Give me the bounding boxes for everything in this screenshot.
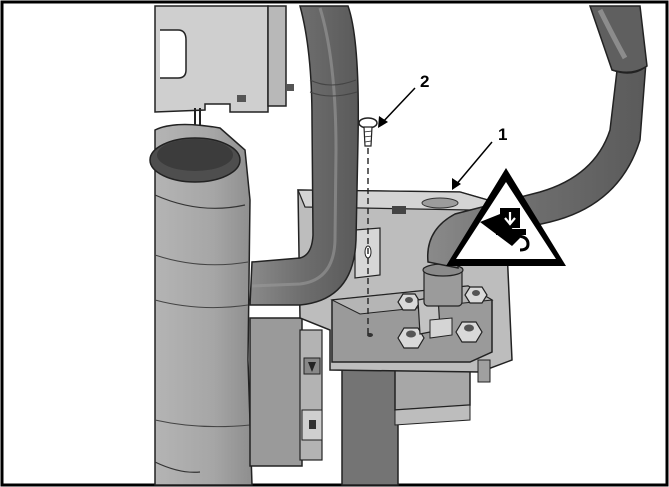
hose-fitting (417, 263, 464, 339)
callout-2-label: 2 (420, 72, 429, 91)
hex-nuts (397, 286, 488, 349)
nut (455, 321, 483, 343)
left-tank (149, 123, 253, 486)
left-hose (249, 5, 360, 306)
upper-bracket (154, 5, 294, 135)
screw (358, 117, 378, 147)
nut (397, 293, 421, 311)
nut (464, 286, 488, 304)
nut (397, 327, 425, 349)
callout-1-label: 1 (498, 125, 507, 144)
hand-crush-warning-icon (446, 168, 566, 266)
callout-leaders (378, 87, 493, 190)
